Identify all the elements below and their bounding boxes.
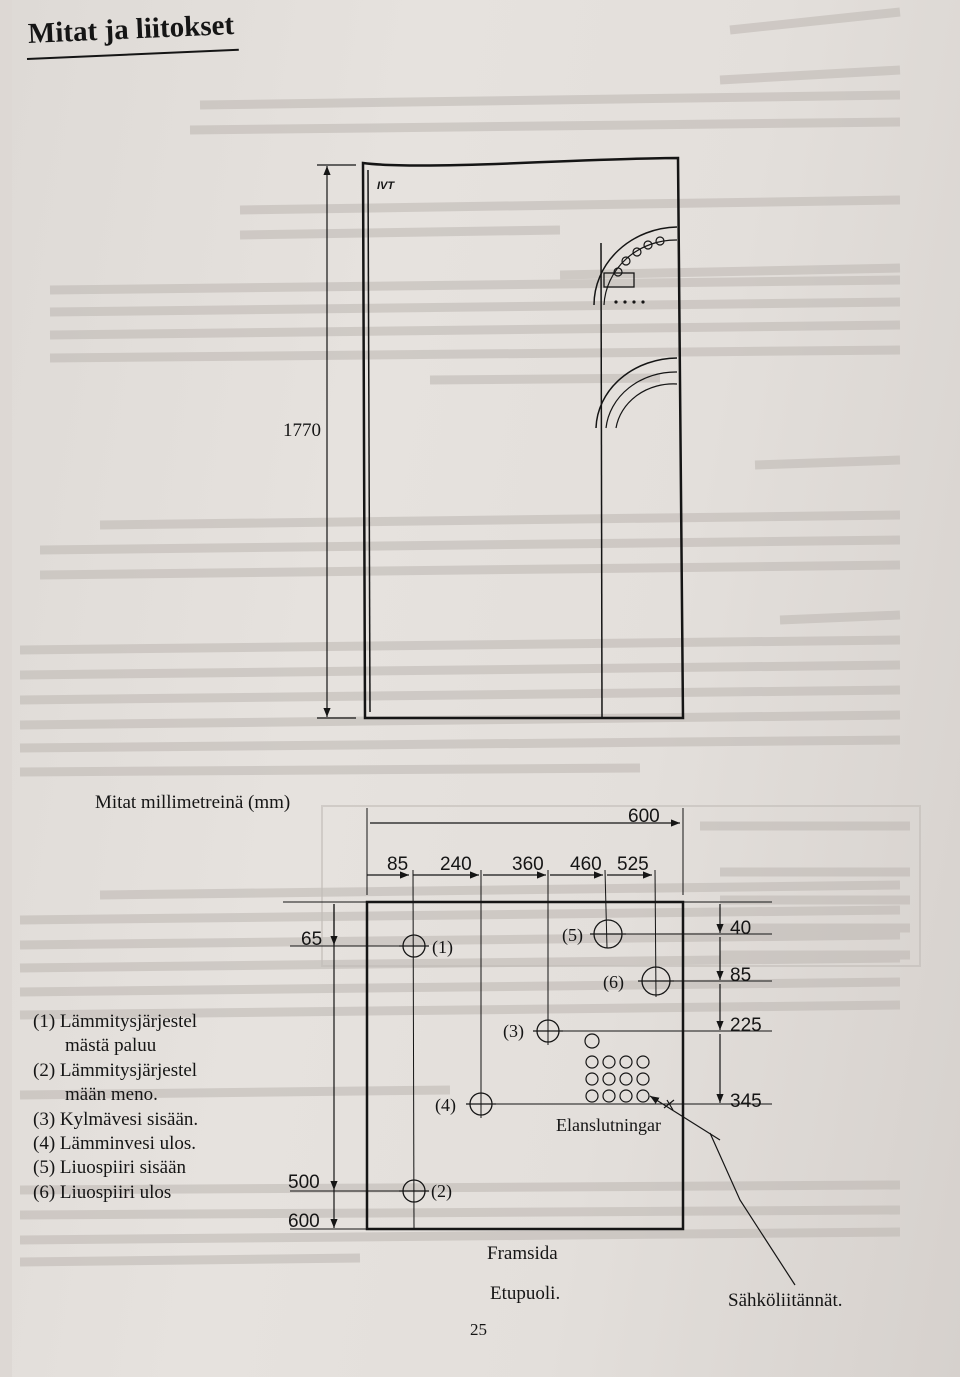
legend-item-2-cont: mään meno.: [65, 1084, 158, 1106]
legend-item-1: (1) Lämmitysjärjestel: [33, 1011, 198, 1032]
top-view-outline: [365, 900, 685, 1231]
extension-line-85: [412, 869, 415, 1229]
unit-caption: Mitat millimetreinä (mm): [95, 792, 291, 813]
width-label: 600: [628, 806, 660, 827]
left-dim-500: 500: [288, 1172, 320, 1193]
x-dim-460: 460: [570, 854, 602, 875]
connection-label-5: (5): [562, 925, 583, 946]
front-view: [317, 156, 685, 720]
legend-item-5: (5) Liuospiiri sisään: [33, 1157, 187, 1179]
right-dim-40: 40: [730, 918, 751, 939]
legend-item-4: (4) Lämminvesi ulos.: [33, 1133, 197, 1155]
electrical-label: Elanslutningar: [556, 1115, 661, 1135]
legend-item-2: (2) Lämmitysjärjestel: [33, 1059, 198, 1081]
x-dim-240: 240: [440, 854, 472, 875]
right-dim-85: 85: [730, 965, 751, 986]
connection-label-1: (1): [432, 937, 453, 958]
connections-legend: (1) Lämmitysjärjestel mästä paluu (2) Lä…: [33, 1010, 198, 1205]
cabinet-outline: [361, 156, 685, 720]
connection-label-6: (6): [603, 972, 624, 993]
lower-arc: [595, 357, 678, 429]
front-label-fi: Etupuoli.: [490, 1283, 561, 1304]
control-knobs: [613, 236, 665, 277]
front-label-sv: Framsida: [487, 1243, 558, 1264]
right-dim-345: 345: [730, 1091, 762, 1112]
page-number: 25: [470, 1320, 487, 1339]
display-window: [603, 272, 635, 288]
top-view: [283, 808, 796, 1286]
legend-item-3: (3) Kylmävesi sisään.: [33, 1108, 199, 1130]
left-dim-65: 65: [301, 929, 322, 950]
connection-label-2: (2): [431, 1181, 452, 1202]
left-dim-600: 600: [288, 1211, 320, 1232]
connection-label-4: (4): [435, 1095, 456, 1116]
x-dim-360: 360: [512, 854, 544, 875]
front-panel-split-line: [600, 242, 603, 719]
control-panel-arc: [593, 226, 678, 306]
x-dim-525: 525: [617, 854, 649, 875]
electrical-connections: [584, 1033, 650, 1103]
legend-item-6: (6) Liuospiiri ulos: [33, 1181, 172, 1203]
electrical-label-fi: Sähköliitännät.: [728, 1290, 843, 1311]
brand-logo: IVT: [377, 180, 395, 192]
connection-label-3: (3): [503, 1021, 524, 1042]
legend-item-1-cont: mästä paluu: [65, 1035, 157, 1057]
right-dim-225: 225: [730, 1015, 762, 1036]
height-label: 1770: [283, 420, 321, 441]
extension-line-460: [604, 869, 608, 949]
x-dim-85: 85: [387, 854, 408, 875]
